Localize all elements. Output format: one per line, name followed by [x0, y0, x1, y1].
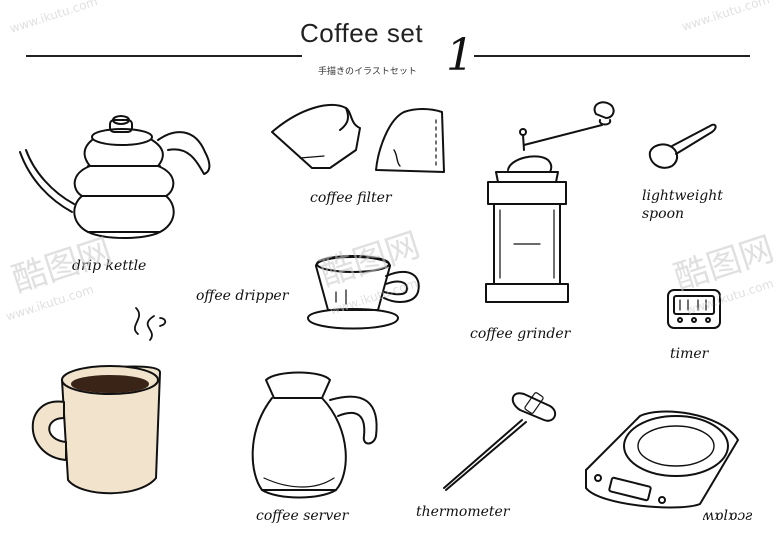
label-spoon-line1: lightweight	[642, 188, 723, 204]
label-coffee-grinder: coffee grinder	[470, 326, 571, 342]
label-coffee-dripper: offee dripper	[196, 288, 289, 304]
coffee-filter-illustration	[272, 105, 444, 172]
label-coffee-server: coffee server	[256, 508, 349, 524]
label-spoon-line2: spoon	[642, 206, 685, 222]
lightweight-spoon-illustration	[650, 125, 716, 168]
coffee-grinder-illustration	[486, 102, 614, 302]
drip-kettle-illustration	[20, 116, 209, 238]
label-drip-kettle: drip kettle	[72, 258, 147, 274]
coffee-mug-illustration	[33, 308, 166, 493]
label-thermometer: thermometer	[416, 504, 510, 520]
page-title: Coffee set	[300, 18, 424, 48]
header-rule-left	[26, 55, 302, 57]
scale-illustration	[586, 411, 738, 507]
timer-illustration	[668, 290, 720, 328]
coffee-server-illustration	[253, 373, 377, 498]
page-subtitle: 手描きのイラストセット	[318, 67, 417, 77]
label-timer: timer	[670, 346, 709, 362]
coffee-dripper-illustration	[308, 256, 419, 329]
header-rule-right	[474, 55, 750, 57]
label-coffee-filter: coffee filter	[310, 190, 392, 206]
thermometer-illustration	[444, 392, 555, 490]
set-number: 1	[446, 30, 474, 81]
label-scale: ʍɒlɒɔƨ	[702, 508, 753, 524]
